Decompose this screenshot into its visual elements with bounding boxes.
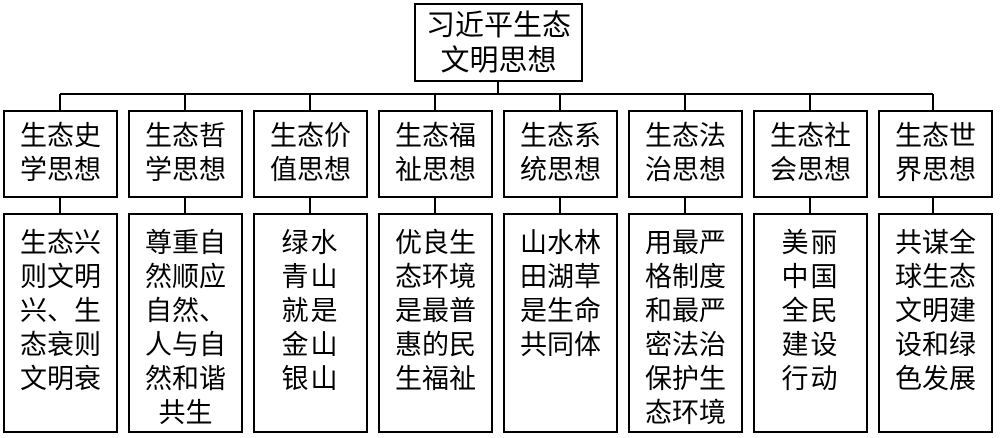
detail-line: 和最严 xyxy=(645,296,726,327)
detail-node-ecological-system: 山水林 田湖草 是生命 共同体 xyxy=(503,213,618,433)
detail-line: 绿水 xyxy=(281,228,340,259)
category-node-ecological-rule-of-law: 生态法 治思想 xyxy=(628,110,743,198)
category-label-line: 生态史 xyxy=(20,121,101,152)
category-node-ecological-society: 生态社 会思想 xyxy=(753,110,868,198)
category-label-line: 治思想 xyxy=(645,155,726,186)
detail-line: 然顺应 xyxy=(145,262,226,293)
detail-line: 保护生 xyxy=(645,364,726,395)
detail-line: 银山 xyxy=(281,364,340,395)
detail-line: 行动 xyxy=(781,364,840,395)
category-label-line: 生态社 xyxy=(770,121,851,152)
category-node-ecological-system: 生态系 统思想 xyxy=(503,110,618,198)
detail-node-ecological-wellbeing: 优良生 态环境 是最普 惠的民 生福祉 xyxy=(378,213,493,433)
detail-line: 密法治 xyxy=(645,330,726,361)
detail-line: 惠的民 xyxy=(395,330,476,361)
detail-node-ecological-philosophy: 尊重自 然顺应 自然、 人与自 然和谐 共生 xyxy=(128,213,243,433)
detail-line: 就是 xyxy=(281,296,340,327)
category-node-ecological-value: 生态价 值思想 xyxy=(253,110,368,198)
detail-line: 尊重自 xyxy=(145,228,226,259)
detail-line: 然和谐 xyxy=(145,364,226,395)
category-label-line: 祉思想 xyxy=(395,155,476,186)
detail-line: 共谋全 xyxy=(895,228,976,259)
detail-line: 山水林 xyxy=(520,228,601,259)
category-label-line: 生态法 xyxy=(645,121,726,152)
detail-line: 态衰则 xyxy=(20,330,101,361)
detail-line: 共生 xyxy=(158,398,213,429)
category-label-line: 会思想 xyxy=(770,155,851,186)
detail-line: 共同体 xyxy=(520,330,601,361)
detail-node-ecological-world: 共谋全 球生态 文明建 设和绿 色发展 xyxy=(878,213,993,433)
detail-line: 美丽 xyxy=(781,228,840,259)
detail-line: 兴、生 xyxy=(20,296,101,327)
detail-line: 文明衰 xyxy=(20,364,101,395)
detail-line: 是生命 xyxy=(520,296,601,327)
detail-line: 球生态 xyxy=(895,262,976,293)
category-label-line: 界思想 xyxy=(895,155,976,186)
category-label-line: 生态哲 xyxy=(145,121,226,152)
detail-line: 生福祉 xyxy=(395,364,476,395)
detail-line: 青山 xyxy=(281,262,340,293)
category-label-line: 生态福 xyxy=(395,121,476,152)
detail-node-ecological-society: 美丽 中国 全民 建设 行动 xyxy=(753,213,868,433)
category-node-ecological-world: 生态世 界思想 xyxy=(878,110,993,198)
detail-node-ecological-history: 生态兴 则文明 兴、生 态衰则 文明衰 xyxy=(3,213,118,433)
category-node-ecological-wellbeing: 生态福 祉思想 xyxy=(378,110,493,198)
category-label-line: 值思想 xyxy=(270,155,351,186)
detail-line: 田湖草 xyxy=(520,262,601,293)
detail-line: 则文明 xyxy=(20,262,101,293)
root-node: 习近平生态 文明思想 xyxy=(414,3,583,82)
detail-line: 态环境 xyxy=(395,262,476,293)
category-label-line: 生态系 xyxy=(520,121,601,152)
root-label-line: 习近平生态 xyxy=(425,7,571,42)
detail-line: 色发展 xyxy=(895,364,976,395)
detail-line: 生态兴 xyxy=(20,228,101,259)
detail-line: 格制度 xyxy=(645,262,726,293)
detail-node-ecological-value: 绿水 青山 就是 金山 银山 xyxy=(253,213,368,433)
category-node-ecological-history: 生态史 学思想 xyxy=(3,110,118,198)
category-label-line: 学思想 xyxy=(145,155,226,186)
detail-node-ecological-rule-of-law: 用最严 格制度 和最严 密法治 保护生 态环境 xyxy=(628,213,743,433)
category-label-line: 学思想 xyxy=(20,155,101,186)
detail-line: 全民 xyxy=(781,296,840,327)
detail-line: 建设 xyxy=(781,330,840,361)
detail-line: 设和绿 xyxy=(895,330,976,361)
category-label-line: 生态世 xyxy=(895,121,976,152)
detail-line: 优良生 xyxy=(395,228,476,259)
detail-line: 是最普 xyxy=(395,296,476,327)
category-label-line: 生态价 xyxy=(270,121,351,152)
category-label-line: 统思想 xyxy=(520,155,601,186)
category-node-ecological-philosophy: 生态哲 学思想 xyxy=(128,110,243,198)
detail-line: 中国 xyxy=(781,262,840,293)
detail-line: 用最严 xyxy=(645,228,726,259)
detail-line: 文明建 xyxy=(895,296,976,327)
detail-line: 态环境 xyxy=(645,398,726,429)
detail-line: 自然、 xyxy=(145,296,226,327)
detail-line: 金山 xyxy=(281,330,340,361)
detail-line: 人与自 xyxy=(145,330,226,361)
root-label-line: 文明思想 xyxy=(440,42,557,77)
